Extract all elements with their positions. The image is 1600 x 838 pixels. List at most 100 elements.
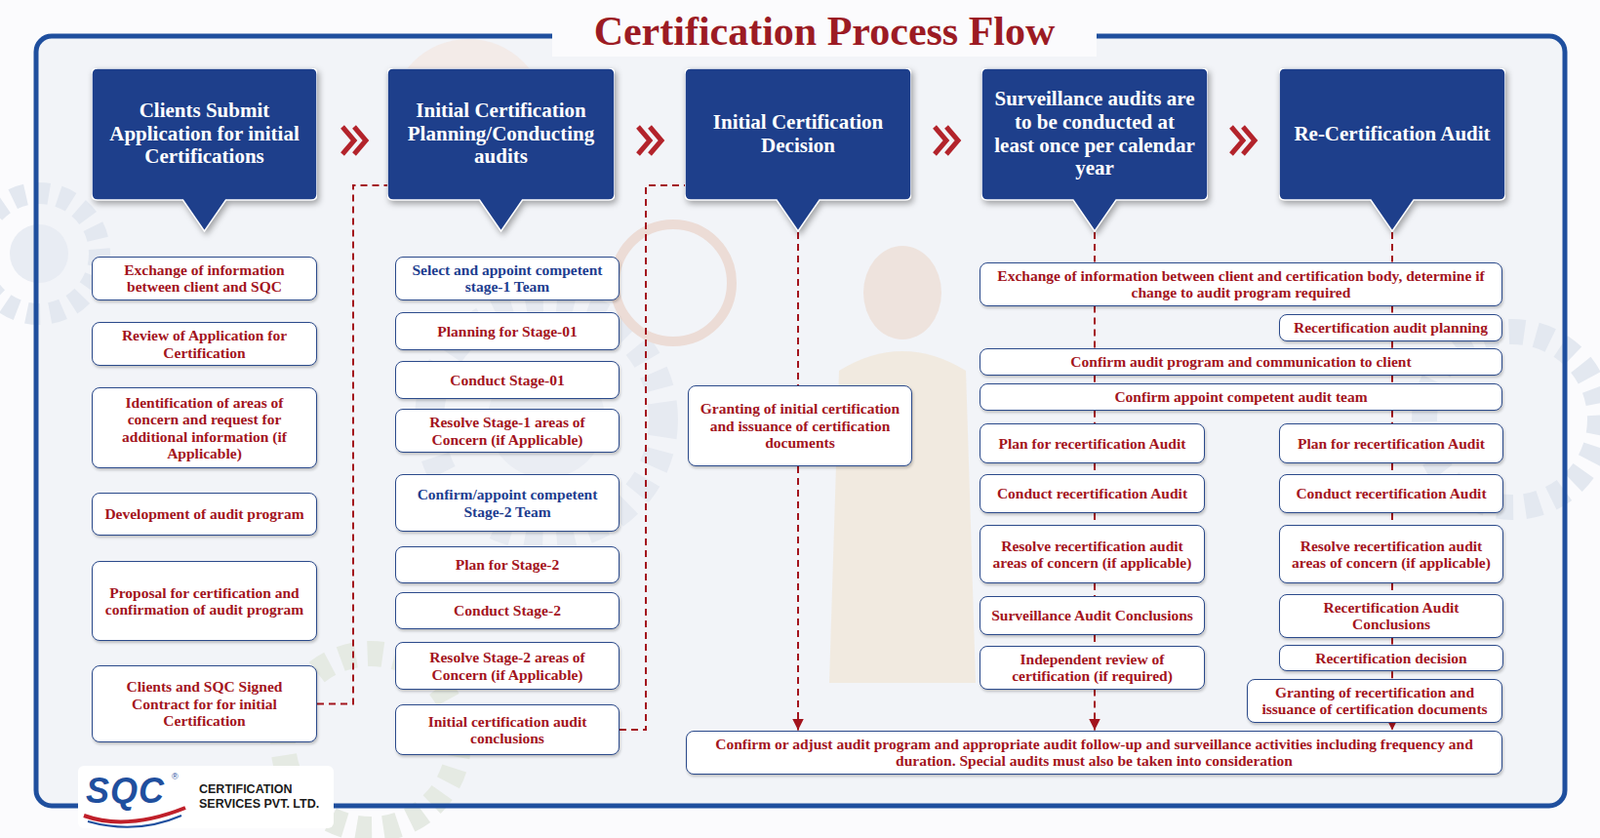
dashed-connector (1391, 232, 1394, 263)
header-text-wrap: Initial Certification Planning/Conductin… (387, 68, 615, 200)
dashed-connector (797, 232, 800, 386)
box-text: Granting of initial certification and is… (694, 400, 906, 452)
gear-shape (0, 193, 100, 315)
dashed-connector (1093, 689, 1096, 731)
process-box: Plan for recertification Audit (1279, 423, 1504, 464)
header-text: Re-Certification Audit (1293, 122, 1490, 147)
box-text: Recertification decision (1315, 649, 1467, 668)
box-text: Initial certification audit conclusions (401, 713, 613, 748)
box-text: Exchange of information between client a… (986, 267, 1496, 302)
box-text: Surveillance Audit Conclusions (991, 606, 1194, 625)
process-box: Plan for recertification Audit (979, 423, 1205, 464)
dashed-connector (1391, 671, 1394, 679)
process-box: Resolve Stage-1 areas of Concern (if App… (395, 408, 620, 453)
box-text: Conduct Stage-01 (449, 371, 565, 390)
header-text-wrap: Initial Certification Decision (684, 68, 912, 200)
dashed-connector (1093, 583, 1096, 597)
process-box: Conduct recertification Audit (1279, 474, 1504, 514)
dashed-connector (1093, 375, 1096, 385)
box-text: Review of Application for Certification (98, 326, 311, 361)
process-box: Proposal for certification and confirmat… (91, 560, 318, 641)
process-box: Resolve recertification audit areas of c… (1279, 524, 1504, 584)
box-text: Planning for Stage-01 (437, 322, 578, 341)
box-text: Conduct Stage-2 (453, 601, 561, 620)
dashed-connector (317, 185, 388, 705)
header-text-wrap: Surveillance audits are to be conducted … (981, 68, 1208, 200)
process-box: Granting of recertification and issuance… (1246, 679, 1503, 723)
process-box: Review of Application for Certification (91, 321, 318, 366)
process-box: Select and appoint competent stage-1 Tea… (395, 256, 620, 301)
dashed-connector (1093, 635, 1096, 646)
chevron (1242, 126, 1255, 155)
header-text: Clients Submit Application for initial C… (103, 99, 306, 169)
header-callout: Surveillance audits are to be conducted … (981, 68, 1208, 233)
box-text: Exchange of information between client a… (98, 261, 311, 296)
header-callout: Initial Certification Planning/Conductin… (387, 68, 615, 233)
diagram-title: Certification Process Flow (434, 9, 1215, 53)
process-box: Initial certification audit conclusions (395, 704, 620, 756)
dashed-connector (1391, 341, 1394, 350)
box-text: Conduct recertification Audit (997, 484, 1188, 503)
header-callout: Clients Submit Application for initial C… (91, 68, 318, 233)
header-text-wrap: Clients Submit Application for initial C… (91, 68, 318, 200)
chevron (638, 126, 650, 155)
process-box: Recertification decision (1279, 644, 1504, 673)
chevron (1231, 126, 1243, 155)
box-text: Proposal for certification and confirmat… (98, 584, 311, 619)
box-text: Confirm audit program and communication … (1070, 353, 1411, 371)
callout-outline (91, 68, 318, 232)
chevron (934, 126, 947, 155)
header-text: Surveillance audits are to be conducted … (993, 87, 1197, 180)
box-text: Select and appoint competent stage-1 Tea… (401, 261, 613, 296)
process-box: Clients and SQC Signed Contract for for … (91, 665, 318, 743)
callout-outline (1279, 68, 1506, 232)
box-text: Confirm or adjust audit program and appr… (692, 735, 1496, 770)
process-box: Resolve recertification audit areas of c… (979, 524, 1205, 584)
dashed-connector (1093, 232, 1096, 263)
process-box: Exchange of information between client a… (979, 262, 1503, 307)
logo-patch (78, 765, 334, 829)
process-box: Confirm or adjust audit program and appr… (685, 730, 1503, 775)
box-text: Plan for recertification Audit (1297, 435, 1485, 453)
process-box: Development of audit program (91, 492, 318, 536)
process-box: Resolve Stage-2 areas of Concern (if App… (395, 641, 620, 690)
box-text: Plan for Stage-2 (455, 556, 560, 574)
chevron (354, 126, 366, 155)
callout-shape (1279, 68, 1506, 233)
process-box: Identification of areas of concern and r… (91, 387, 318, 469)
process-box: Exchange of information between client a… (91, 256, 318, 301)
process-box: Independent review of certification (if … (979, 645, 1205, 690)
callout-outline (981, 68, 1208, 232)
header-text: Initial Certification Planning/Conductin… (399, 99, 603, 169)
chevron (649, 126, 662, 155)
company-name: CERTIFICATION SERVICES PVT. LTD. (199, 782, 326, 812)
callout-outline (387, 68, 615, 232)
box-text: Clients and SQC Signed Contract for for … (98, 678, 311, 730)
gear-shape (9, 224, 69, 283)
process-box: Surveillance Audit Conclusions (979, 596, 1205, 636)
dashed-connector (1093, 410, 1096, 424)
process-box: Plan for Stage-2 (395, 546, 620, 584)
process-box: Conduct Stage-2 (395, 592, 620, 630)
header-text: Initial Certification Decision (696, 111, 900, 158)
box-text: Independent review of certification (if … (986, 650, 1199, 685)
frame-ground (36, 36, 1565, 806)
box-text: Resolve recertification audit areas of c… (1285, 537, 1497, 572)
process-box: Confirm/appoint competent Stage-2 Team (395, 474, 620, 532)
process-box: Recertification Audit Conclusions (1279, 594, 1504, 639)
box-text: Resolve recertification audit areas of c… (986, 537, 1199, 572)
header-callout: Initial Certification Decision (684, 68, 912, 233)
registered-mark: ® (171, 771, 179, 782)
dashed-connector (1391, 410, 1394, 424)
dashed-connector (1391, 638, 1394, 645)
dashed-connector (797, 466, 800, 731)
logo-mark: SQC (85, 772, 165, 810)
process-box: Confirm audit program and communication … (979, 348, 1503, 376)
dashed-connector (619, 185, 685, 730)
clock-shape (614, 224, 732, 342)
process-box: Planning for Stage-01 (395, 312, 620, 351)
box-text: Identification of areas of concern and r… (98, 394, 311, 463)
dashed-connector (1391, 375, 1394, 385)
process-box: Granting of initial certification and is… (687, 385, 913, 467)
